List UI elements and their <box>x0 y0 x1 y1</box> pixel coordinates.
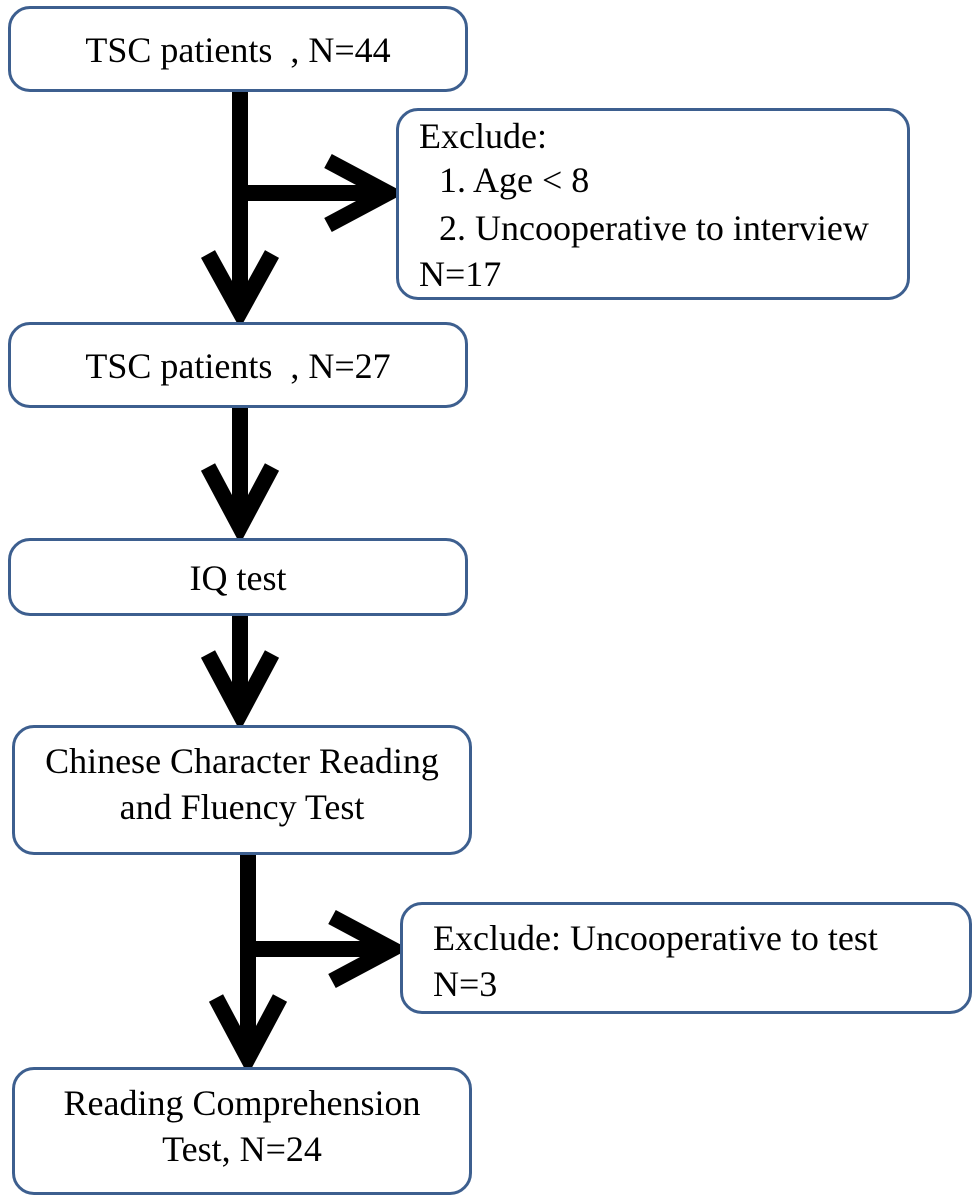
box-tsc-patients-44: TSC patients , N=44 <box>8 6 468 92</box>
exclude2-line1: Exclude: Uncooperative to test <box>433 918 878 958</box>
box-exclude-age-uncooperative: Exclude: 1. Age < 8 2. Uncooperative to … <box>396 108 910 300</box>
box-iq-test: IQ test <box>8 538 468 616</box>
box-chinese-line1: Chinese Character Reading <box>45 741 439 781</box>
branch-arrowhead-2 <box>328 909 409 989</box>
exclude-count: N=17 <box>419 254 502 294</box>
exclude-item-uncooperative: 2. Uncooperative to interview <box>439 208 869 248</box>
box-tsc-patients-27: TSC patients , N=27 <box>8 322 468 408</box>
exclude2-line2: N=3 <box>433 964 498 1004</box>
branch-arrowhead-1 <box>324 153 405 233</box>
box-chinese-line2: and Fluency Test <box>119 787 365 827</box>
exclude-heading: Exclude: <box>419 116 547 156</box>
exclude-item-age: 1. Age < 8 <box>439 160 590 200</box>
arrowhead-2 <box>200 463 280 544</box>
box-reading-comprehension: Reading Comprehension Test, N=24 <box>12 1067 472 1195</box>
box-iq-test-label: IQ test <box>189 558 287 598</box>
arrowhead-3 <box>200 650 280 731</box>
box-tsc-patients-44-label: TSC patients , N=44 <box>85 30 391 70</box>
box-reading-line1: Reading Comprehension <box>63 1083 421 1123</box>
box-tsc-patients-27-label: TSC patients , N=27 <box>85 346 391 386</box>
box-reading-line2: Test, N=24 <box>162 1129 322 1169</box>
box-chinese-character-reading: Chinese Character Reading and Fluency Te… <box>12 725 472 855</box>
arrowhead-4 <box>208 994 288 1075</box>
box-exclude-uncooperative-test: Exclude: Uncooperative to test N=3 <box>400 902 972 1014</box>
arrowhead-1 <box>200 250 280 329</box>
